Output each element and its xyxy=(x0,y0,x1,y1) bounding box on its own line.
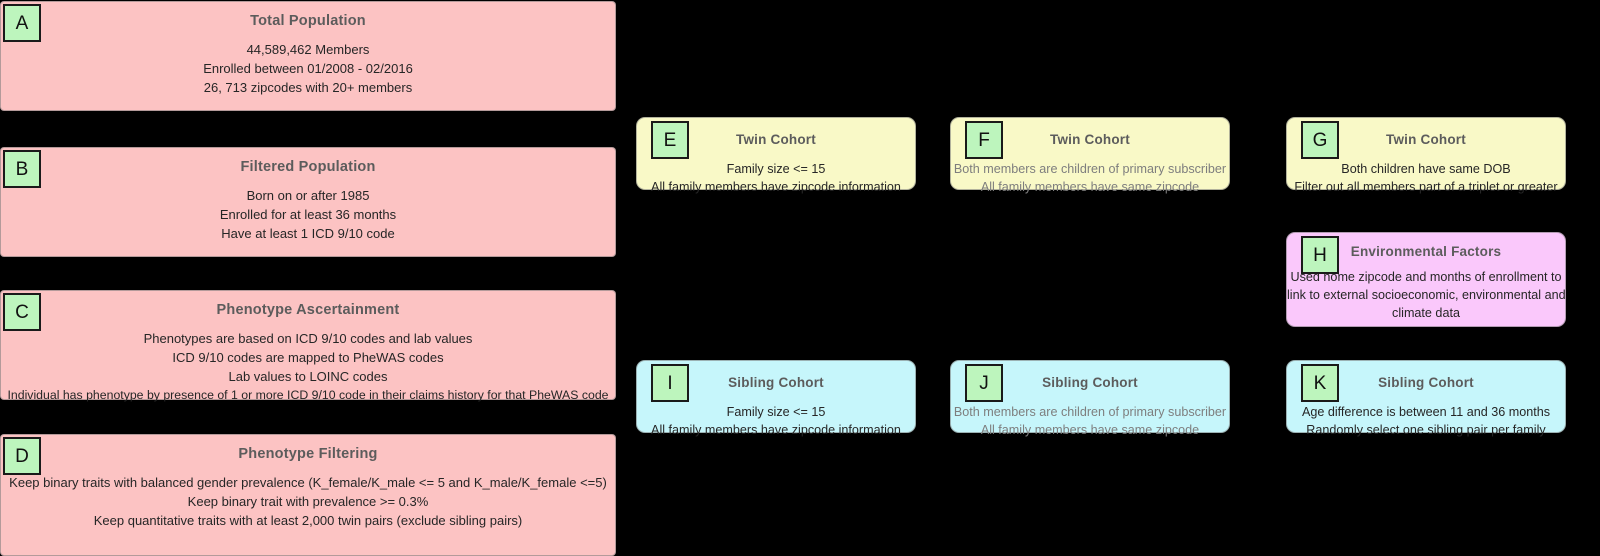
panel-body-line: Filter out all members part of a triplet… xyxy=(1294,180,1558,194)
panel-body-h: Used home zipcode and months of enrollme… xyxy=(1287,268,1566,322)
panel-body-line: Lab values to LOINC codes xyxy=(228,369,388,384)
panel-title-j: Sibling Cohort xyxy=(1042,375,1138,390)
panel-total-population[interactable]: A Total Population 44,589,462 Members En… xyxy=(0,1,616,111)
panel-body-line: All family members have same zipcode xyxy=(980,180,1200,194)
panel-phenotype-ascertainment[interactable]: C Phenotype Ascertainment Phenotypes are… xyxy=(0,290,616,402)
panel-body-line: Born on or after 1985 xyxy=(246,188,370,203)
panel-body-line: Have at least 1 ICD 9/10 code xyxy=(221,226,395,241)
panel-body-line: Both children have same DOB xyxy=(1341,162,1511,176)
panel-body-line: Used home zipcode and months of enrollme… xyxy=(1290,270,1562,284)
panel-phenotype-filtering[interactable]: D Phenotype Filtering Keep binary traits… xyxy=(0,434,616,556)
panel-body-j: Both members are children of primary sub… xyxy=(951,403,1229,439)
panel-body-d: Keep binary traits with balanced gender … xyxy=(1,473,615,530)
panel-title-b: Filtered Population xyxy=(240,159,376,175)
panel-body-line: link to external socioeconomic, environm… xyxy=(1287,288,1566,302)
panel-sibling-cohort-k[interactable]: K Sibling Cohort Age difference is betwe… xyxy=(1286,360,1566,437)
panel-title-k: Sibling Cohort xyxy=(1378,375,1474,390)
panel-badge-b: B xyxy=(3,150,41,188)
panel-title-a: Total Population xyxy=(250,13,366,29)
panel-body-e: Family size <= 15 All family members hav… xyxy=(637,160,915,196)
panel-sibling-cohort-j[interactable]: J Sibling Cohort Both members are childr… xyxy=(950,360,1230,437)
panel-body-g: Both children have same DOB Filter out a… xyxy=(1287,160,1565,196)
panel-body-line: All family members have zipcode informat… xyxy=(651,423,901,437)
panel-twin-cohort-f[interactable]: F Twin Cohort Both members are children … xyxy=(950,117,1230,194)
panel-badge-a: A xyxy=(3,4,41,42)
panel-body-c: Phenotypes are based on ICD 9/10 codes a… xyxy=(1,329,615,405)
panel-title-i: Sibling Cohort xyxy=(728,375,824,390)
panel-body-i: Family size <= 15 All family members hav… xyxy=(637,403,915,439)
panel-twin-cohort-g[interactable]: G Twin Cohort Both children have same DO… xyxy=(1286,117,1566,194)
panel-title-d: Phenotype Filtering xyxy=(238,446,378,462)
panel-title-h: Environmental Factors xyxy=(1350,244,1502,259)
panel-body-line: Enrolled for at least 36 months xyxy=(219,207,397,222)
panel-badge-c: C xyxy=(3,293,41,331)
panel-body-line: Randomly select one sibling pair per fam… xyxy=(1306,423,1546,437)
panel-body-line: All family members have zipcode informat… xyxy=(651,180,901,194)
panel-body-line: 44,589,462 Members xyxy=(246,42,370,57)
panel-body-line: 26, 713 zipcodes with 20+ members xyxy=(203,80,413,95)
panel-badge-d: D xyxy=(3,437,41,475)
panel-sibling-cohort-i[interactable]: I Sibling Cohort Family size <= 15 All f… xyxy=(636,360,916,437)
panel-badge-g: G xyxy=(1301,121,1339,159)
panel-badge-i: I xyxy=(651,364,689,402)
panel-body-line: Both members are children of primary sub… xyxy=(953,405,1227,419)
panel-body-line: climate data xyxy=(1392,306,1460,320)
panel-body-line: Keep quantitative traits with at least 2… xyxy=(93,513,523,528)
panel-filtered-population[interactable]: B Filtered Population Born on or after 1… xyxy=(0,147,616,257)
panel-title-f: Twin Cohort xyxy=(1050,132,1130,147)
panel-badge-h: H xyxy=(1301,236,1339,274)
panel-title-c: Phenotype Ascertainment xyxy=(216,302,400,318)
panel-body-line: All family members have same zipcode xyxy=(980,423,1200,437)
panel-body-f: Both members are children of primary sub… xyxy=(951,160,1229,196)
panel-body-line: ICD 9/10 codes are mapped to PheWAS code… xyxy=(172,350,444,365)
panel-body-line: Enrolled between 01/2008 - 02/2016 xyxy=(203,61,413,76)
panel-body-line: Age difference is between 11 and 36 mont… xyxy=(1301,405,1551,419)
panel-body-k: Age difference is between 11 and 36 mont… xyxy=(1287,403,1565,439)
panel-badge-j: J xyxy=(965,364,1003,402)
panel-body-line: Keep binary traits with balanced gender … xyxy=(9,475,607,490)
panel-body-line: Keep binary trait with prevalence >= 0.3… xyxy=(187,494,429,509)
panel-environmental-factors[interactable]: H Environmental Factors Used home zipcod… xyxy=(1286,232,1566,327)
panel-badge-f: F xyxy=(965,121,1003,159)
panel-body-line: Family size <= 15 xyxy=(726,405,826,419)
panel-body-b: Born on or after 1985 Enrolled for at le… xyxy=(1,186,615,243)
panel-title-g: Twin Cohort xyxy=(1386,132,1466,147)
panel-body-a: 44,589,462 Members Enrolled between 01/2… xyxy=(1,40,615,97)
panel-badge-k: K xyxy=(1301,364,1339,402)
panel-twin-cohort-e[interactable]: E Twin Cohort Family size <= 15 All fami… xyxy=(636,117,916,194)
panel-body-line: Family size <= 15 xyxy=(726,162,826,176)
panel-title-e: Twin Cohort xyxy=(736,132,816,147)
panel-badge-e: E xyxy=(651,121,689,159)
panel-body-line: Individual has phenotype by presence of … xyxy=(7,388,609,402)
panel-body-line: Phenotypes are based on ICD 9/10 codes a… xyxy=(143,331,473,346)
panel-body-line: Both members are children of primary sub… xyxy=(953,162,1227,176)
